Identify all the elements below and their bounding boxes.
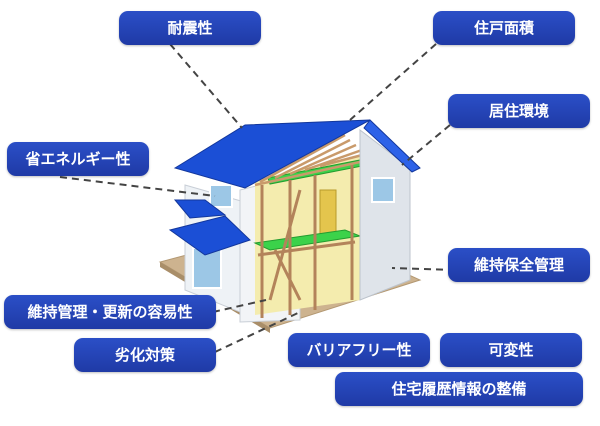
roof-rafters: [254, 133, 367, 187]
leader-lines: [59, 43, 456, 353]
label-maintenance-management: 維持保全管理: [448, 248, 590, 282]
interior-door: [319, 189, 337, 235]
roof-edge: [363, 119, 421, 173]
label-floor-area: 住戸面積: [433, 11, 575, 45]
label-maintenance-renewal-ease: 維持管理・更新の容易性: [4, 295, 216, 329]
label-barrier-free: バリアフリー性: [288, 333, 430, 367]
label-housing-history-records: 住宅履歴情報の整備: [335, 372, 583, 406]
window-upper: [209, 184, 233, 208]
label-deterioration-measures: 劣化対策: [74, 338, 216, 372]
eave-roof-lower: [168, 215, 251, 256]
label-living-environment: 居住環境: [448, 94, 590, 128]
wood-frame: [257, 165, 356, 318]
label-energy-saving: 省エネルギー性: [7, 142, 149, 176]
window-right: [371, 177, 395, 203]
label-variability: 可変性: [440, 333, 582, 367]
label-earthquake-resistance: 耐震性: [119, 11, 261, 45]
eave-roof-upper: [173, 199, 227, 219]
